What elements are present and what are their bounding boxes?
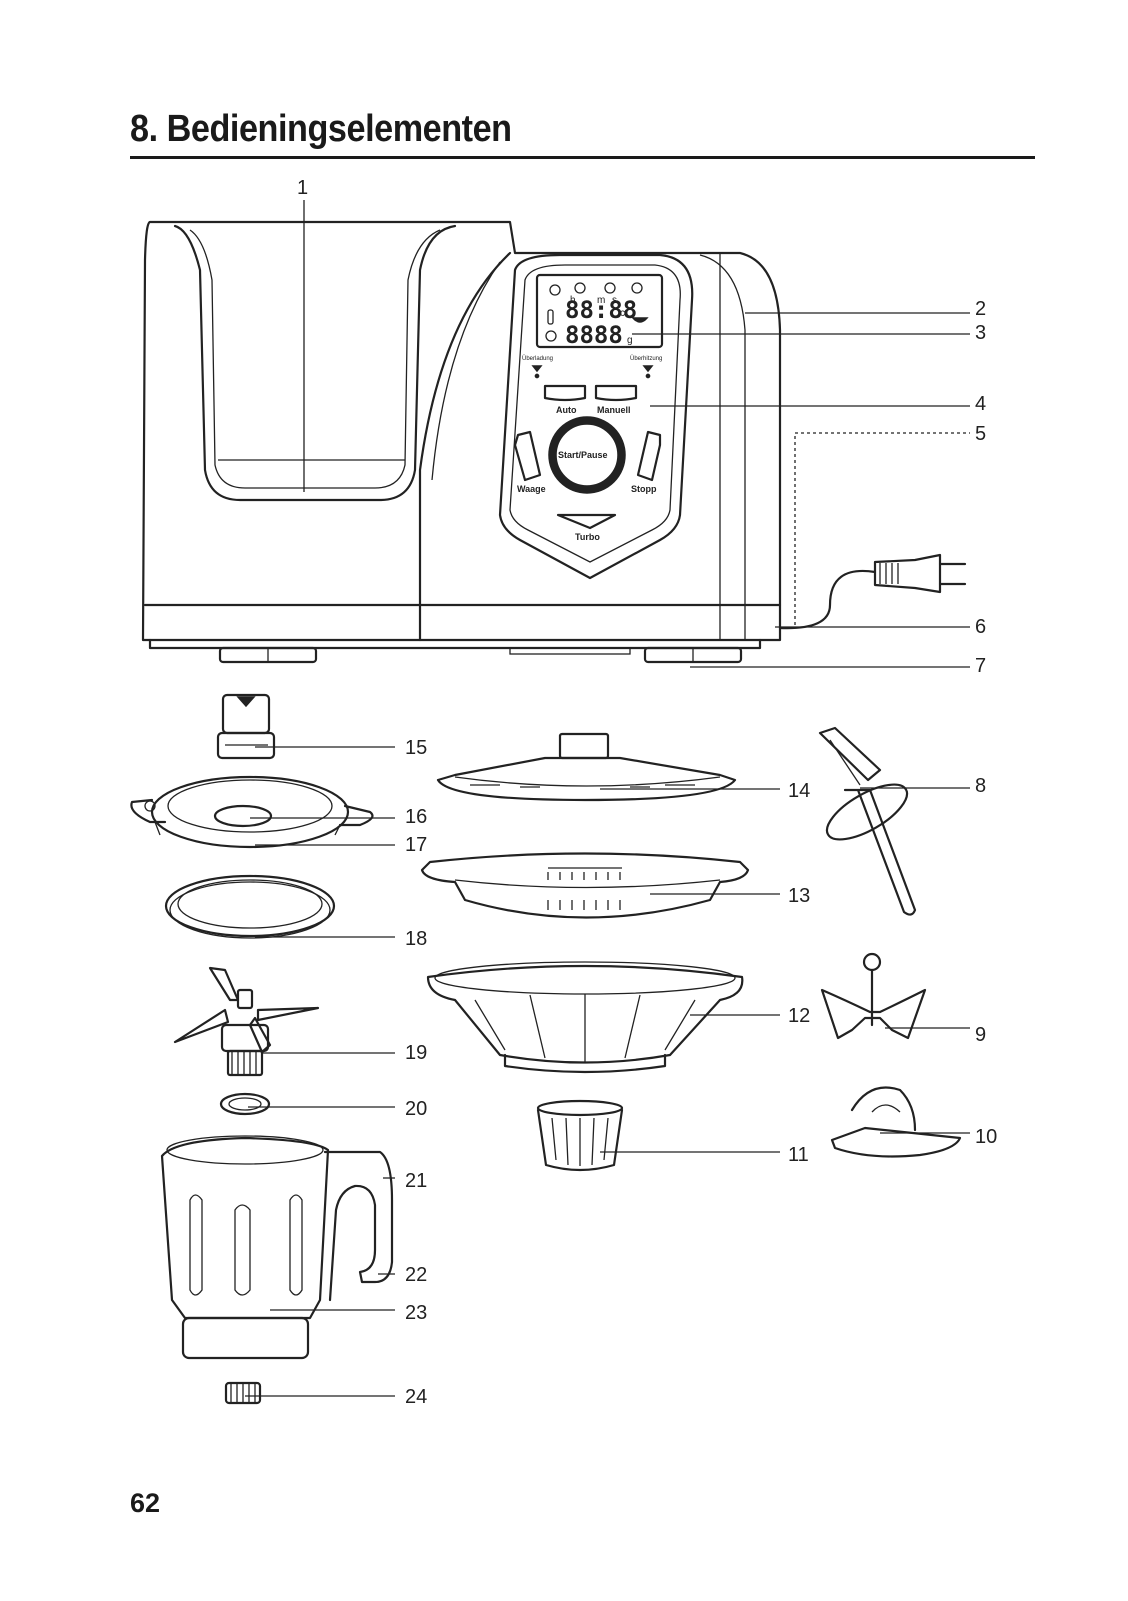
steamer-lid bbox=[436, 732, 737, 802]
auto-button[interactable] bbox=[543, 384, 587, 402]
leader-lines bbox=[245, 200, 970, 1397]
callout-21: 21 bbox=[405, 1170, 427, 1192]
callout-3: 3 bbox=[975, 322, 986, 344]
fish-icon bbox=[631, 282, 643, 294]
section-title: 8. Bedieningselementen bbox=[130, 108, 512, 150]
callout-18: 18 bbox=[405, 928, 427, 950]
lcd-display bbox=[535, 273, 664, 349]
mixing-jug bbox=[160, 1135, 394, 1360]
steam-icon bbox=[549, 284, 561, 296]
callout-22: 22 bbox=[405, 1264, 427, 1286]
title-underline bbox=[130, 156, 1035, 159]
callout-24: 24 bbox=[405, 1386, 427, 1408]
bowl-lid bbox=[130, 775, 374, 849]
stop-button-label: Stopp bbox=[631, 484, 657, 494]
bowl-icon bbox=[574, 282, 586, 294]
callout-9: 9 bbox=[975, 1024, 986, 1046]
lcd-hours-label: h bbox=[570, 295, 576, 306]
measuring-cup bbox=[216, 693, 276, 760]
pot-icon bbox=[631, 317, 649, 323]
callout-19: 19 bbox=[405, 1042, 427, 1064]
turbo-button[interactable] bbox=[556, 513, 617, 530]
scale-button[interactable] bbox=[513, 430, 542, 482]
blade-cover bbox=[830, 1086, 962, 1158]
butterfly-whisk bbox=[820, 952, 927, 1040]
callout-7: 7 bbox=[975, 655, 986, 677]
manual-button[interactable] bbox=[594, 384, 638, 402]
clock-icon bbox=[545, 330, 557, 342]
scale-button-label: Waage bbox=[517, 484, 546, 494]
overload-label: Überladung bbox=[522, 355, 553, 362]
steamer-tray bbox=[420, 852, 750, 919]
callout-5: 5 bbox=[975, 423, 986, 445]
drive-coupler bbox=[224, 1381, 262, 1405]
fruit-icon bbox=[604, 282, 616, 294]
start-pause-label: Start/Pause bbox=[558, 450, 608, 460]
lcd-gram-unit: g bbox=[627, 335, 633, 346]
overload-indicator-icon bbox=[531, 365, 543, 373]
callout-12: 12 bbox=[788, 1005, 810, 1027]
blade-assembly bbox=[173, 966, 320, 1077]
page-number: 62 bbox=[130, 1488, 161, 1518]
turbo-button-label: Turbo bbox=[575, 532, 600, 542]
callout-13: 13 bbox=[788, 885, 810, 907]
callout-2: 2 bbox=[975, 298, 986, 320]
lcd-seconds-label: s bbox=[612, 295, 617, 306]
sealing-ring bbox=[164, 874, 336, 939]
lcd-weight-readout: 8888 bbox=[565, 321, 623, 349]
spatula bbox=[818, 726, 917, 916]
cooking-basket bbox=[536, 1099, 624, 1172]
steamer-bowl bbox=[426, 961, 744, 1074]
overheat-indicator-icon bbox=[642, 365, 654, 373]
stop-button[interactable] bbox=[636, 430, 662, 482]
callout-4: 4 bbox=[975, 393, 986, 415]
lcd-time-readout: 88:88 bbox=[565, 296, 637, 324]
lcd-celsius-unit: c bbox=[620, 308, 625, 319]
callout-11: 11 bbox=[788, 1144, 809, 1166]
callout-23: 23 bbox=[405, 1302, 427, 1324]
callout-14: 14 bbox=[788, 780, 810, 802]
callout-10: 10 bbox=[975, 1126, 997, 1148]
callout-8: 8 bbox=[975, 775, 986, 797]
callout-16: 16 bbox=[405, 806, 427, 828]
manual-button-label: Manuell bbox=[597, 405, 631, 415]
main-unit bbox=[141, 220, 967, 664]
control-panel: 88:88 8888 h m s c g Überladung Überhitz… bbox=[498, 253, 694, 580]
callout-15: 15 bbox=[405, 737, 427, 759]
overheat-label: Überhitzung bbox=[630, 355, 662, 362]
auto-button-label: Auto bbox=[556, 405, 577, 415]
callout-6: 6 bbox=[975, 616, 986, 638]
callout-1: 1 bbox=[297, 177, 308, 199]
blade-seal bbox=[219, 1092, 271, 1116]
callout-numbers: 1 2 3 4 5 6 7 8 9 10 11 12 13 14 15 16 1… bbox=[297, 177, 997, 1408]
thermometer-icon bbox=[547, 309, 554, 325]
callout-20: 20 bbox=[405, 1098, 427, 1120]
callout-17: 17 bbox=[405, 834, 427, 856]
lcd-minutes-label: m bbox=[597, 295, 605, 306]
